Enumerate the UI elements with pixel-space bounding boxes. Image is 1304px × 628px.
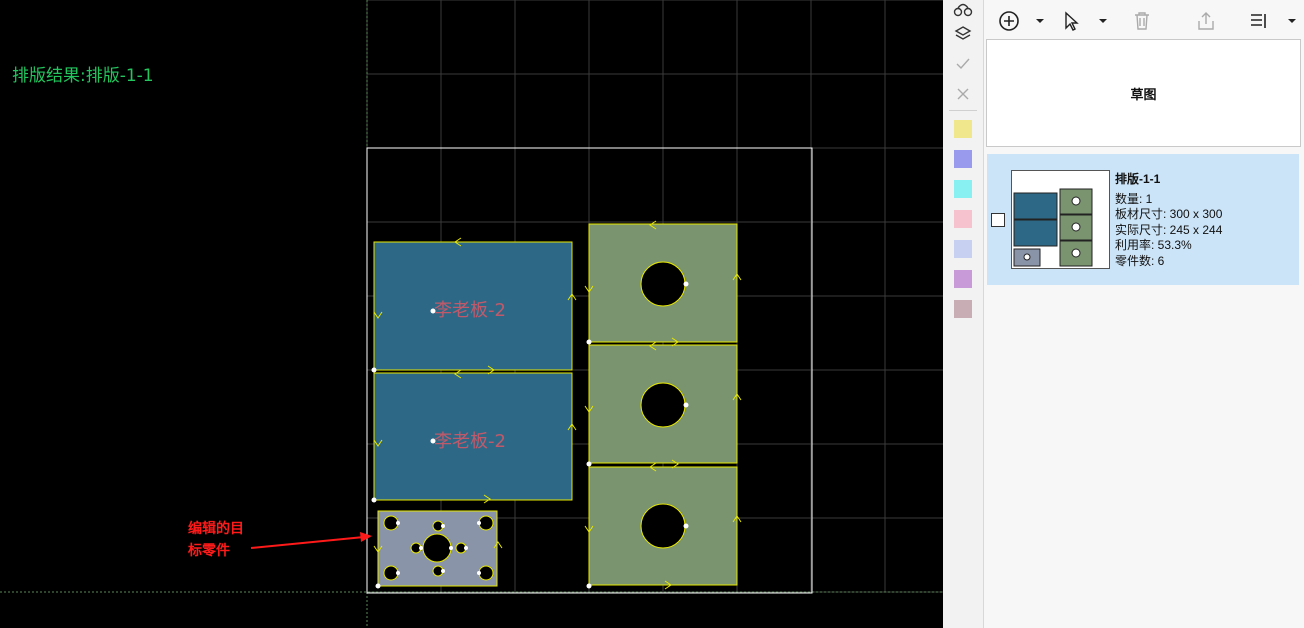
part-hole [640,503,686,549]
close-icon[interactable] [953,84,973,104]
start-points [371,281,689,589]
path-direction-markers [373,220,742,590]
part-blue-2[interactable] [373,372,573,501]
result-sheet-size: 板材尺寸: 300 x 300 [1115,207,1223,221]
result-utilization: 利用率: 53.3% [1115,238,1192,252]
color-swatch[interactable] [954,180,972,198]
nesting-canvas[interactable]: 排版结果:排版-1-1 李老板-2 李老板-2 编辑的目 标零件 [0,0,943,628]
result-quantity: 数量: 1 [1115,191,1153,206]
color-swatch[interactable] [954,300,972,318]
dropdown-icon[interactable] [1034,8,1046,34]
annotation-line-1: 编辑的目 [188,521,244,537]
part-green-1[interactable] [588,223,738,343]
result-info: 排版-1-1 数量: 1 板材尺寸: 300 x 300 实际尺寸: 245 x… [1115,172,1222,269]
part-green-3[interactable] [588,466,738,586]
sheet-boundary [366,147,813,594]
result-name: 排版-1-1 [1115,172,1161,186]
dropdown-icon[interactable] [1286,8,1298,34]
result-actual-size: 实际尺寸: 245 x 244 [1115,222,1223,237]
draft-label: 草图 [1130,86,1157,102]
result-checkbox[interactable] [991,213,1005,227]
dropdown-icon[interactable] [1097,8,1109,34]
nest-result-card[interactable]: 排版-1-1 数量: 1 板材尺寸: 300 x 300 实际尺寸: 245 x… [987,154,1299,285]
check-icon[interactable] [953,54,973,74]
part-blue-1[interactable] [373,241,573,371]
result-part-count: 零件数: 6 [1115,253,1165,268]
color-swatch[interactable] [954,210,972,228]
sort-icon[interactable] [1248,8,1270,34]
part-green-2[interactable] [588,344,738,464]
draft-item[interactable]: 草图 [986,39,1301,147]
export-icon[interactable] [1195,8,1217,34]
result-thumbnail [1011,170,1110,269]
layer-tool-strip [943,0,984,628]
nest-result-title: 排版结果:排版-1-1 [12,66,154,86]
cloud-link-icon[interactable] [953,0,973,20]
annotation-line-2: 标零件 [188,543,230,559]
add-icon[interactable] [996,8,1022,34]
delete-icon[interactable] [1131,8,1153,34]
layers-icon[interactable] [953,24,973,44]
color-swatch[interactable] [954,240,972,258]
canvas-drawing[interactable] [0,0,943,628]
pointer-icon[interactable] [1060,8,1082,34]
color-swatch[interactable] [954,150,972,168]
part-label: 李老板-2 [434,431,506,452]
part-hole [640,261,686,307]
part-hole [640,382,686,428]
result-panel: 草图 排版-1-1 数量: 1 板材尺寸: 300 x 300 实际尺寸 [984,0,1304,628]
part-label: 李老板-2 [434,300,506,321]
color-swatch[interactable] [954,120,972,138]
color-swatch[interactable] [954,270,972,288]
strip-divider [949,110,977,111]
annotation-arrow [250,532,372,549]
